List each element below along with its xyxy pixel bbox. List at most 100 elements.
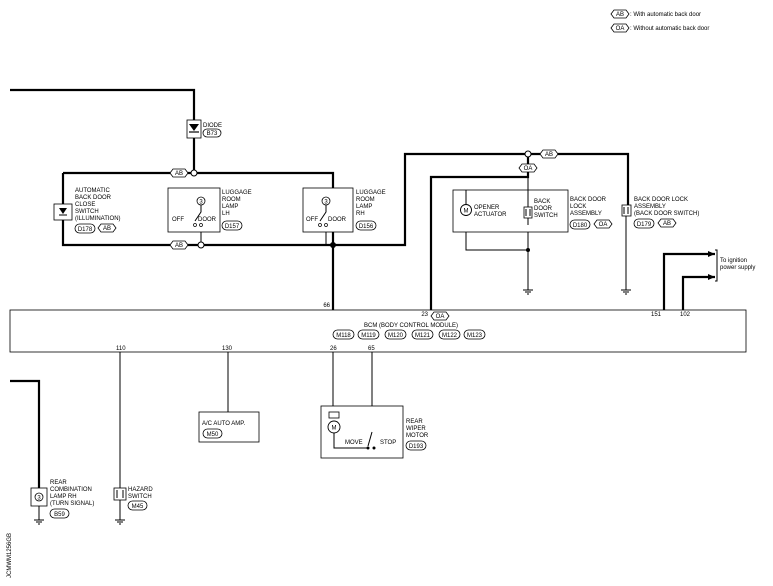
bcm-pin-65: 65 [368, 346, 375, 352]
rear-combination-lamp: 3 REAR COMBINATION LAMP RH (TURN SIGNAL)… [30, 480, 94, 519]
rear-combo-symbol: 3 [37, 496, 41, 502]
lamp-lh-connector: D157 [225, 224, 240, 230]
bd-switch-line: BACK [534, 199, 550, 205]
wire-tag-ab: AB [175, 243, 183, 249]
ac-amp-connector: M50 [207, 432, 219, 438]
luggage-lamp-rh: 3 OFF DOOR LUGGAGE ROOM LAMP RH D156 [302, 187, 386, 233]
wiper-connector: D193 [409, 444, 424, 450]
opener-label-2: ACTUATOR [474, 212, 507, 218]
lock-assembly-connector: D180 [573, 223, 588, 229]
ignition-line-2: power supply [720, 265, 755, 271]
lock-switch-variant: AB [663, 221, 671, 227]
wire-tag-ab: AB [545, 152, 553, 158]
bd-switch-line: DOOR [534, 206, 553, 212]
opener-label-1: OPENER [474, 205, 500, 211]
wiper-stop: STOP [380, 440, 396, 446]
ac-amp-label: A/C AUTO AMP. [202, 421, 245, 427]
lamp-rh-door: DOOR [328, 217, 347, 223]
bcm-pin-23: 23 [421, 312, 428, 318]
rear-combo-line: (TURN SIGNAL) [50, 501, 94, 507]
bcm-pin-26: 26 [330, 346, 337, 352]
back-door-lock-assembly: M OPENER ACTUATOR BACK DOOR SWITCH BACK … [452, 189, 613, 233]
bcm-pin-110: 110 [116, 346, 126, 352]
lock-switch-line: (BACK DOOR SWITCH) [634, 211, 699, 217]
auto-switch-line: AUTOMATIC [75, 188, 110, 194]
rear-combo-line: LAMP RH [50, 494, 77, 500]
diode-connector: B73 [207, 131, 218, 137]
wiper-move: MOVE [345, 440, 363, 446]
lock-assembly-line: ASSEMBLY [570, 211, 602, 217]
auto-switch-line: CLOSE [75, 202, 95, 208]
bcm-pin-102: 102 [680, 312, 691, 318]
lamp-rh-connector: D156 [359, 224, 374, 230]
rear-combo-line: REAR [50, 480, 67, 486]
legend: AB : With automatic back door OA : Witho… [610, 9, 709, 33]
drawing-code: JCMWM1256GB [7, 533, 13, 578]
legend-oa-text: : Without automatic back door [630, 26, 709, 32]
junction-open [197, 241, 205, 249]
bcm-connector: M121 [415, 333, 431, 339]
bcm-pin-151: 151 [651, 312, 662, 318]
lamp-lh-line: LAMP [222, 204, 238, 210]
wiper-line: WIPER [406, 426, 426, 432]
lamp-lh-off: OFF [172, 217, 184, 223]
bcm-pin-130: 130 [222, 346, 233, 352]
back-door-lock-switch: BACK DOOR LOCK ASSEMBLY (BACK DOOR SWITC… [621, 197, 699, 229]
auto-switch-line: SWITCH [75, 209, 99, 215]
wiper-motor-symbol: M [332, 426, 337, 432]
lamp-rh-line: RH [356, 211, 365, 217]
bd-switch-line: SWITCH [534, 213, 558, 219]
lamp-lh-line: LUGGAGE [222, 190, 252, 196]
legend-ab-text: : With automatic back door [630, 12, 701, 18]
hazard-line: SWITCH [128, 494, 152, 500]
junction-open [190, 169, 198, 177]
junction-open [524, 150, 532, 158]
ac-auto-amp: A/C AUTO AMP. M50 [198, 411, 260, 443]
legend-ab-code: AB [616, 12, 624, 18]
lamp-lh-symbol: 3 [199, 200, 203, 206]
diode: DIODE B73 [186, 119, 222, 139]
bcm-module: 66 23 OA 151 102 BCM (BODY CONTROL MODUL… [9, 303, 747, 353]
wiper-line: MOTOR [406, 433, 429, 439]
wire-tag-ab: AB [175, 171, 183, 177]
bcm-connector: M118 [336, 333, 351, 339]
lock-switch-line: ASSEMBLY [634, 204, 666, 210]
lamp-rh-off: OFF [306, 217, 318, 223]
hazard-switch: HAZARD SWITCH M45 [113, 487, 153, 511]
lock-assembly-line: LOCK [570, 204, 586, 210]
lamp-rh-line: LUGGAGE [356, 190, 386, 196]
bcm-connector: M122 [442, 333, 458, 339]
ignition-line-1: To ignition [720, 258, 747, 264]
lamp-lh-line: ROOM [222, 197, 241, 203]
lamp-rh-line: LAMP [356, 204, 372, 210]
auto-close-switch: AUTOMATIC BACK DOOR CLOSE SWITCH (ILLUMI… [53, 188, 121, 234]
lock-switch-line: BACK DOOR LOCK [634, 197, 688, 203]
auto-switch-line: BACK DOOR [75, 195, 112, 201]
lock-assembly-line: BACK DOOR [570, 197, 607, 203]
hazard-line: HAZARD [128, 487, 153, 493]
hazard-connector: M45 [132, 504, 144, 510]
junction-dot [330, 242, 336, 248]
rear-combo-connector: B59 [54, 512, 65, 518]
bcm-title: BCM (BODY CONTROL MODULE) [364, 323, 458, 329]
auto-switch-line: (ILLUMINATION) [75, 216, 121, 222]
variant-tags: AB AB AB OA [169, 149, 559, 250]
rear-wiper-motor: M MOVE STOP REAR WIPER MOTOR D193 [320, 405, 429, 459]
junction-dot [526, 248, 530, 252]
rear-combo-line: COMBINATION [50, 487, 92, 493]
auto-switch-connector: D178 [78, 227, 93, 233]
wiper-line: REAR [406, 419, 423, 425]
bcm-connector: M120 [388, 333, 404, 339]
lock-assembly-variant: OA [599, 222, 608, 228]
ignition-supply: To ignition power supply [708, 249, 755, 282]
diode-label: DIODE [203, 123, 222, 129]
bcm-pin-66: 66 [323, 303, 330, 309]
lamp-lh-door: DOOR [198, 217, 217, 223]
lock-switch-connector: D179 [637, 222, 652, 228]
bcm-connector: M119 [361, 333, 376, 339]
wire-tag-oa: OA [524, 166, 533, 172]
opener-motor-symbol: M [464, 209, 469, 215]
lamp-lh-line: LH [222, 211, 230, 217]
lamp-rh-symbol: 3 [324, 200, 328, 206]
legend-oa-code: OA [616, 26, 625, 32]
